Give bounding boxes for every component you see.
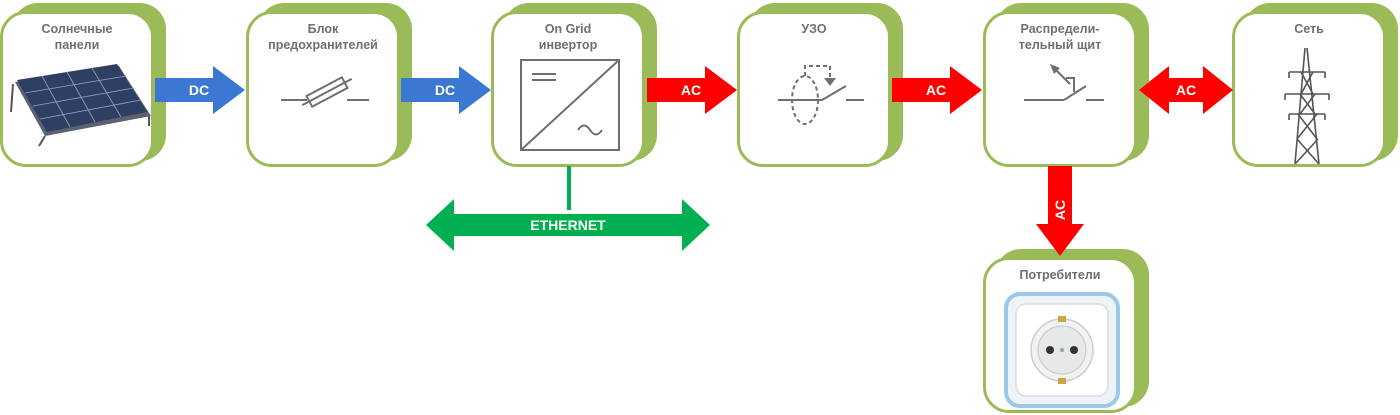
ethernet-arrow: ETHERNET bbox=[426, 199, 710, 251]
block-title: Блок предохранителей bbox=[268, 22, 378, 52]
dc-label: DC bbox=[189, 82, 209, 98]
ac-arrow-panel-grid: AC bbox=[1139, 66, 1233, 114]
block-solar-panels: Солнечные панели bbox=[0, 3, 166, 169]
ac-label: AC bbox=[1176, 82, 1196, 98]
solar-panel-icon bbox=[10, 64, 151, 147]
power-tower-icon bbox=[1284, 47, 1330, 164]
block-inverter: On Grid инвертор bbox=[491, 3, 657, 169]
block-consumers: Потребители bbox=[983, 249, 1149, 415]
ac-arrow-inverter-to-rcd: AC bbox=[647, 66, 737, 114]
block-title: Распредели- тельный щит bbox=[1018, 22, 1102, 52]
dc-arrow-fuse-to-inverter: DC bbox=[401, 66, 491, 114]
block-title: УЗО bbox=[801, 22, 827, 36]
block-grid: Сеть bbox=[1232, 3, 1398, 169]
fuse-symbol-icon bbox=[281, 75, 369, 109]
ethernet-label: ETHERNET bbox=[530, 217, 606, 233]
rcd-symbol-icon bbox=[778, 65, 864, 125]
power-socket-icon bbox=[1004, 292, 1120, 408]
inverter-symbol-icon bbox=[520, 59, 620, 151]
ethernet-connector-line bbox=[567, 166, 571, 210]
block-title: On Grid инвертор bbox=[538, 22, 598, 52]
block-distribution-board: Распредели- тельный щит bbox=[983, 3, 1149, 169]
breaker-symbol-icon bbox=[1024, 64, 1104, 101]
ac-label: AC bbox=[1052, 200, 1068, 220]
block-title: Сеть bbox=[1294, 22, 1324, 36]
block-title: Потребители bbox=[1019, 268, 1101, 282]
dc-label: DC bbox=[435, 82, 455, 98]
ac-label: AC bbox=[681, 82, 701, 98]
ac-arrow-rcd-to-panel: AC bbox=[892, 66, 982, 114]
block-rcd: УЗО bbox=[737, 3, 903, 169]
ac-label: AC bbox=[926, 82, 946, 98]
ac-arrow-panel-to-consumers: AC bbox=[1036, 166, 1084, 256]
dc-arrow-solar-to-fuse: DC bbox=[155, 66, 245, 114]
block-title: Солнечные панели bbox=[41, 22, 113, 52]
block-fuse: Блок предохранителей bbox=[246, 3, 412, 169]
